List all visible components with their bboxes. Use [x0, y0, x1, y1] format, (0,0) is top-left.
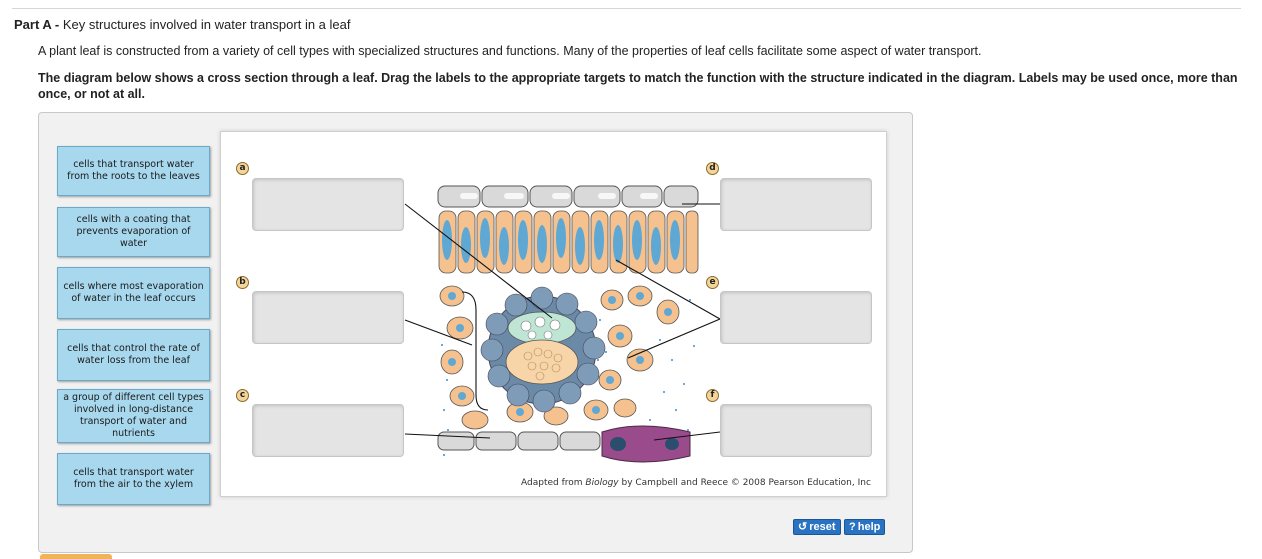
target-letter-d: d: [706, 162, 719, 175]
drop-target-f[interactable]: [720, 404, 872, 457]
drop-target-a[interactable]: [252, 178, 404, 231]
reset-button[interactable]: ↺reset: [793, 519, 841, 535]
drop-target-e[interactable]: [720, 291, 872, 344]
part-title: Part A - Key structures involved in wate…: [14, 17, 350, 32]
target-letter-e: e: [706, 276, 719, 289]
book-title: Biology: [585, 478, 619, 488]
drop-target-c[interactable]: [252, 404, 404, 457]
draggable-label[interactable]: a group of different cell types involved…: [57, 389, 210, 443]
refresh-icon: ↺: [798, 521, 808, 533]
target-letter-f: f: [706, 389, 719, 402]
intro-text: A plant leaf is constructed from a varie…: [38, 44, 982, 58]
top-divider: [12, 8, 1241, 9]
draggable-label[interactable]: cells that transport water from the root…: [57, 146, 210, 196]
part-heading: Key structures involved in water transpo…: [62, 17, 351, 32]
draggable-label[interactable]: cells where most evaporation of water in…: [57, 267, 210, 319]
submit-tab[interactable]: [40, 554, 112, 559]
draggable-label[interactable]: cells with a coating that prevents evapo…: [57, 207, 210, 257]
target-letter-c: c: [236, 389, 249, 402]
draggable-label[interactable]: cells that control the rate of water los…: [57, 329, 210, 381]
part-label: Part A -: [14, 17, 60, 32]
help-button[interactable]: ?help: [844, 519, 886, 535]
image-credit: Adapted from Biology by Campbell and Ree…: [521, 478, 871, 488]
instructions-text: The diagram below shows a cross section …: [38, 71, 1238, 101]
question-icon: ?: [849, 521, 856, 533]
drop-target-d[interactable]: [720, 178, 872, 231]
drop-target-b[interactable]: [252, 291, 404, 344]
target-letter-a: a: [236, 162, 249, 175]
draggable-label[interactable]: cells that transport water from the air …: [57, 453, 210, 505]
target-letter-b: b: [236, 276, 249, 289]
